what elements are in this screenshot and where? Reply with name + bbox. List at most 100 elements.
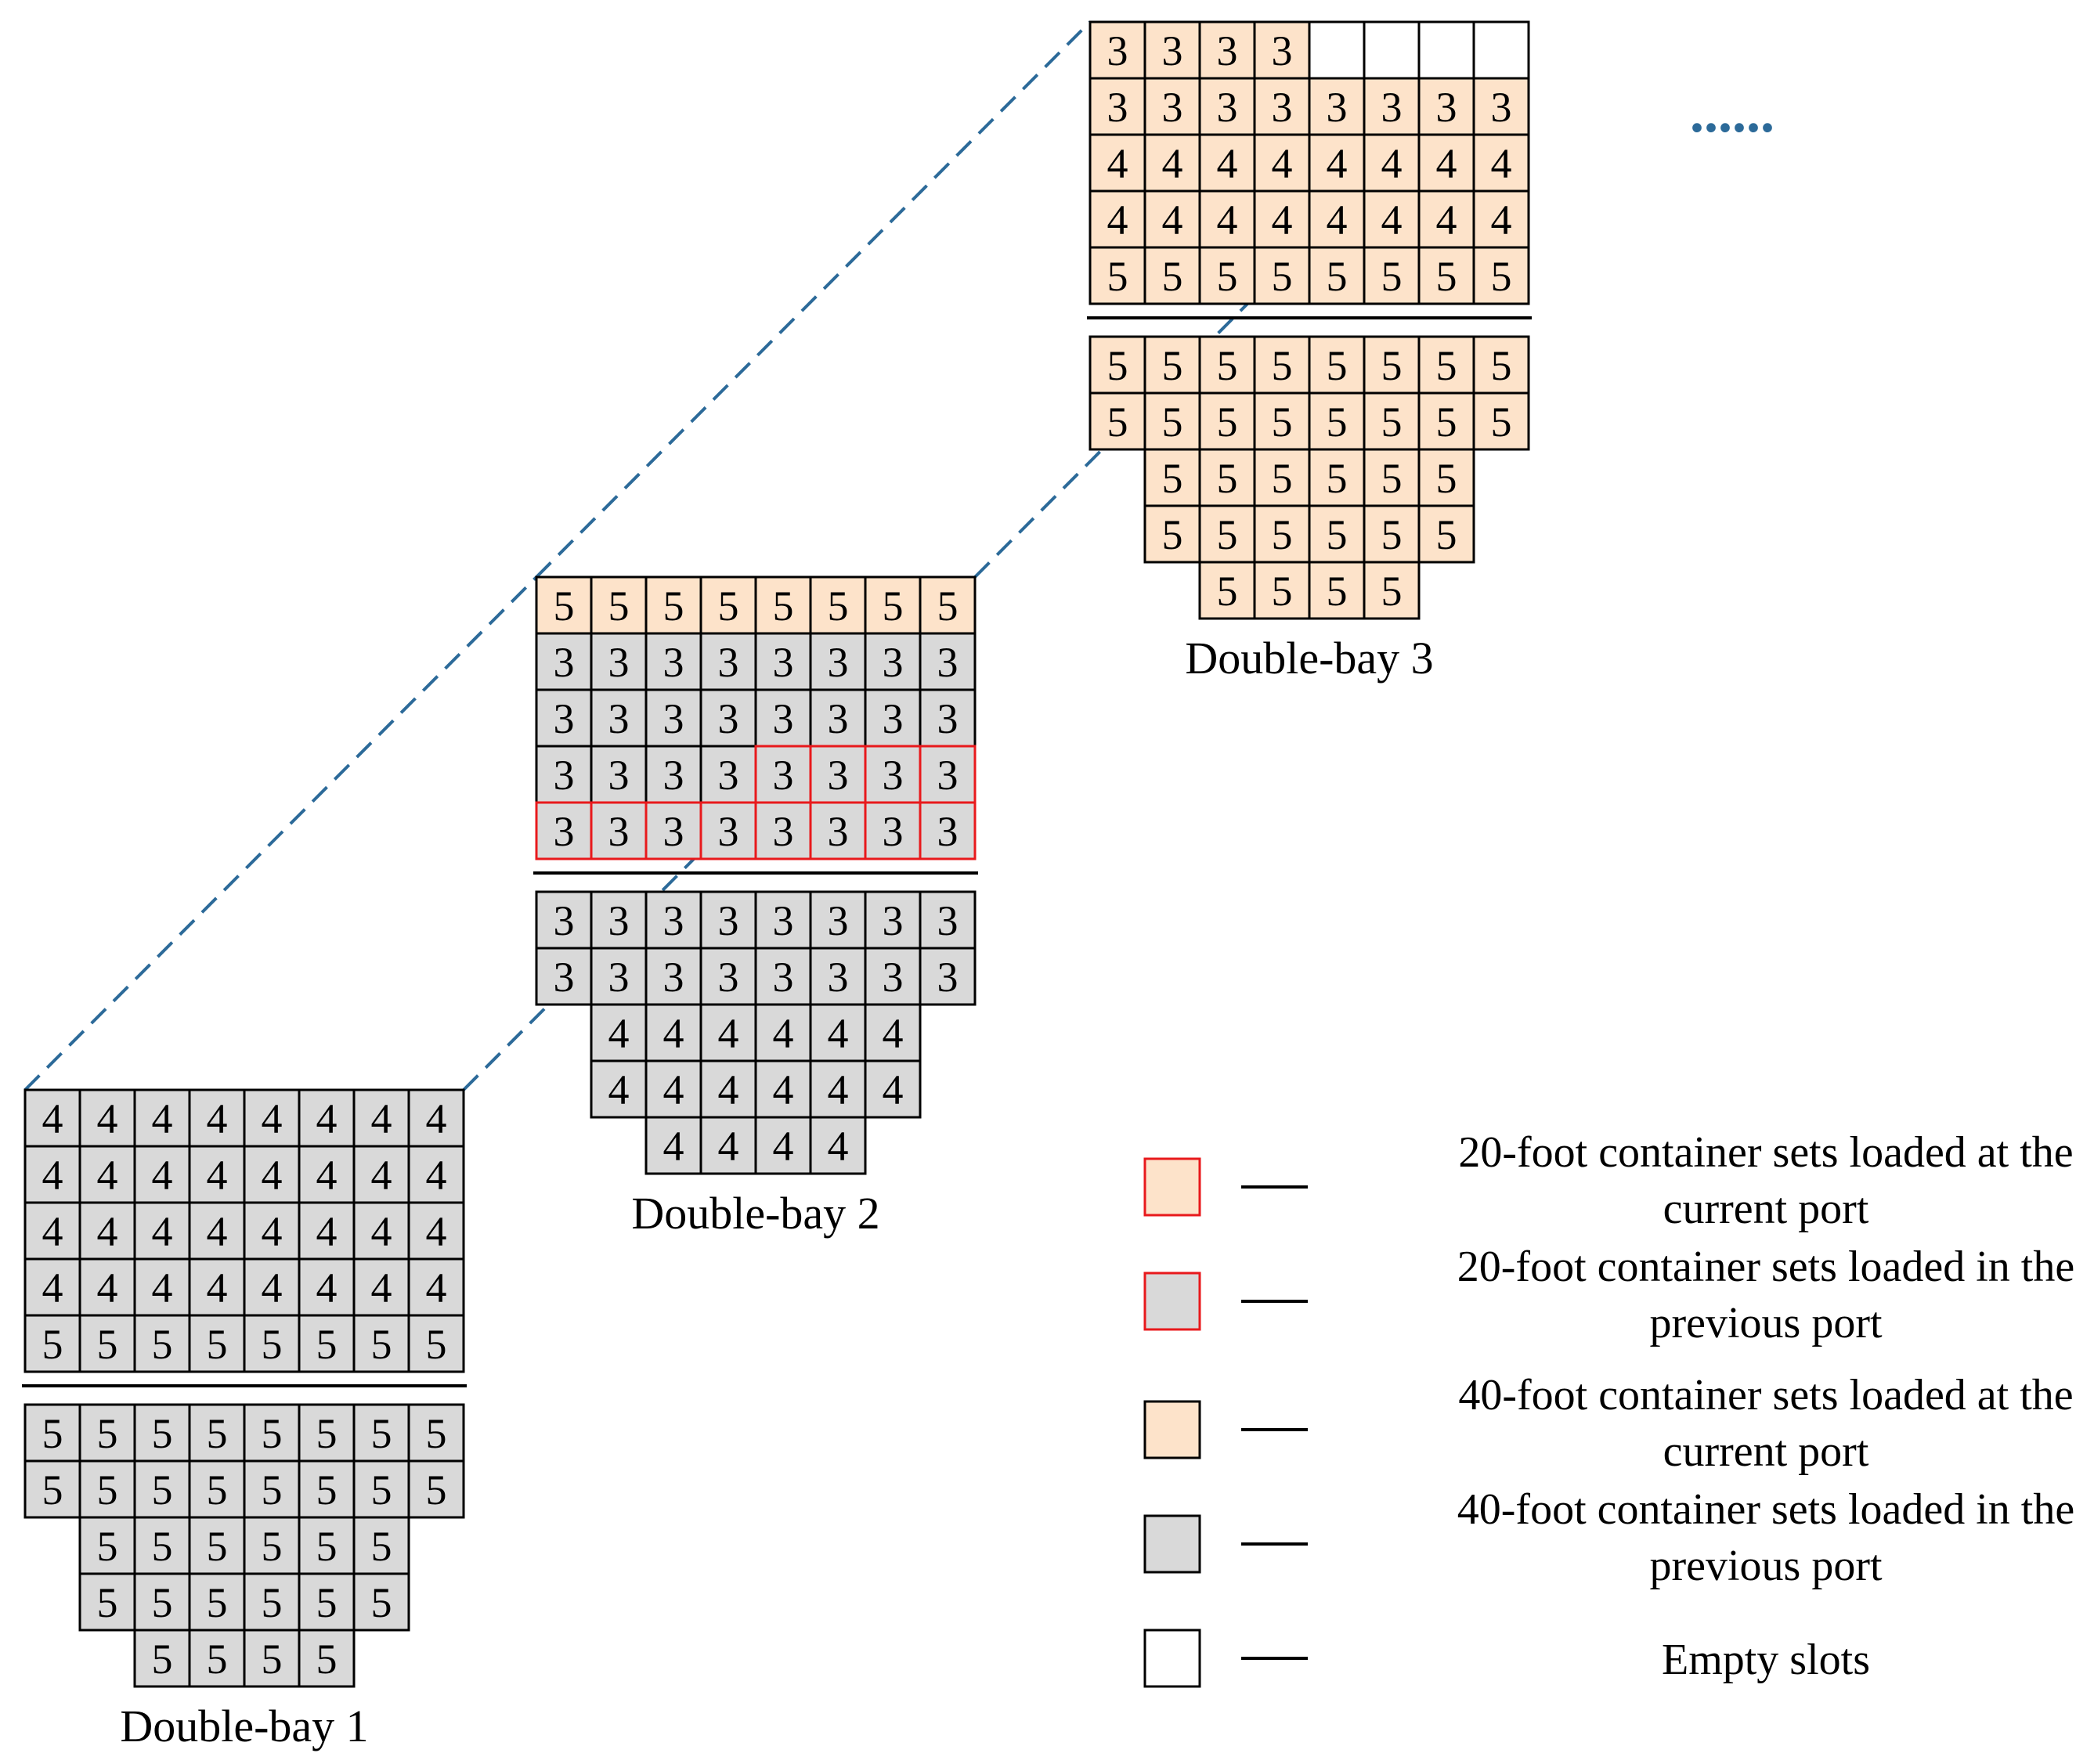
slot-label: 5 [1162,253,1183,300]
legend-swatch-empty [1143,1629,1201,1688]
twenty-foot-outline [919,801,977,860]
hold-slot [864,947,922,1006]
slot-label: 3 [718,752,739,799]
slot-label: 4 [1272,197,1293,243]
slot-label: 5 [1217,399,1238,446]
slot-label: 5 [316,1466,338,1513]
slot-label: 4 [828,1066,849,1113]
slot-label: 5 [426,1466,447,1513]
slot-label: 3 [554,897,575,944]
slot-label: 4 [1436,140,1457,187]
slot-label: 4 [1217,140,1238,187]
slot-label: 4 [371,1095,392,1142]
slot-label: 5 [207,1579,228,1626]
slot-label: 5 [1107,253,1128,300]
deck-slot [754,745,812,804]
slot-label: 3 [1381,84,1403,131]
deck-slot [754,801,812,860]
deck-slot [644,575,702,635]
slot-label: 4 [207,1095,228,1142]
slot-label: 4 [262,1095,283,1142]
slot-label: 5 [608,583,630,629]
slot-label: 3 [883,897,904,944]
hold-slot [78,1572,136,1632]
deck-slot [133,1088,191,1148]
slot-label: 5 [883,583,904,629]
slot-label: 5 [152,1466,173,1513]
hold-slot [352,1403,410,1463]
slot-label: 3 [1162,27,1183,74]
hold-slot [1472,391,1530,451]
hold-slot [298,1629,356,1688]
slot-label: 5 [554,583,575,629]
bay-label: Double-bay 1 [120,1701,368,1751]
hold-slot [1363,504,1421,564]
slot-label: 5 [1436,399,1457,446]
slot-label: 3 [773,954,794,1001]
connector-left [535,20,1092,579]
slot-label: 5 [1217,455,1238,502]
deck-slot [1417,133,1475,193]
slot-label: 4 [97,1095,118,1142]
slot-label: 5 [371,1523,392,1570]
slot-label: 4 [663,1066,684,1113]
deck-slot [133,1314,191,1373]
slot-label: 4 [1327,197,1348,243]
slot-label: 3 [883,954,904,1001]
slot-label: 4 [828,1010,849,1057]
hold-slot [1143,504,1201,564]
hold-slot [864,1059,922,1119]
slot-label: 5 [1381,399,1403,446]
deck-slot [1198,133,1256,193]
slot-label: 3 [554,954,575,1001]
slot-label: 5 [152,1410,173,1457]
slot-label: 5 [316,1579,338,1626]
slot-label: 5 [97,1466,118,1513]
slot-label: 3 [883,752,904,799]
slot-label: 4 [1327,140,1348,187]
deck-slot [1472,246,1530,305]
slot-label: 5 [426,1321,447,1368]
slot-label: 5 [152,1321,173,1368]
slot-label: 3 [1217,27,1238,74]
slot-label: 4 [371,1208,392,1255]
hold-slot [23,1403,81,1463]
hold-slot [644,1003,702,1062]
hold-slot [188,1516,246,1575]
hold-slot [407,1459,465,1519]
slot-label: 5 [262,1410,283,1457]
hold-slot [864,890,922,950]
slot-label: 4 [883,1066,904,1113]
slot-label: 4 [773,1123,794,1170]
slot-label: 5 [97,1321,118,1368]
slot-label: 5 [1491,399,1512,446]
deck-slot [1253,189,1311,249]
slot-label: 5 [1272,253,1293,300]
slot-label: 3 [937,954,959,1001]
slot-label: 4 [316,1152,338,1199]
hold-slot [1253,335,1311,395]
slot-label: 3 [608,954,630,1001]
deck-slot [535,632,593,691]
slot-label: 5 [1436,455,1457,502]
slot-label: 4 [316,1095,338,1142]
hold-slot [1143,335,1201,395]
deck-slot [1143,20,1201,80]
hold-slot [644,947,702,1006]
deck-slot [1472,20,1530,80]
hold-slot [809,1116,867,1175]
deck-slot [188,1088,246,1148]
slot-label: 5 [207,1410,228,1457]
slot-label: 4 [1107,140,1128,187]
slot-label: 4 [773,1066,794,1113]
deck-slot [1472,77,1530,136]
slot-label: 4 [828,1123,849,1170]
slot-label: 3 [1436,84,1457,131]
slot-label: 5 [1327,511,1348,558]
slot-label: 5 [1491,342,1512,389]
slot-label: 4 [1381,197,1403,243]
deck-slot [352,1145,410,1204]
hold-slot [188,1403,246,1463]
